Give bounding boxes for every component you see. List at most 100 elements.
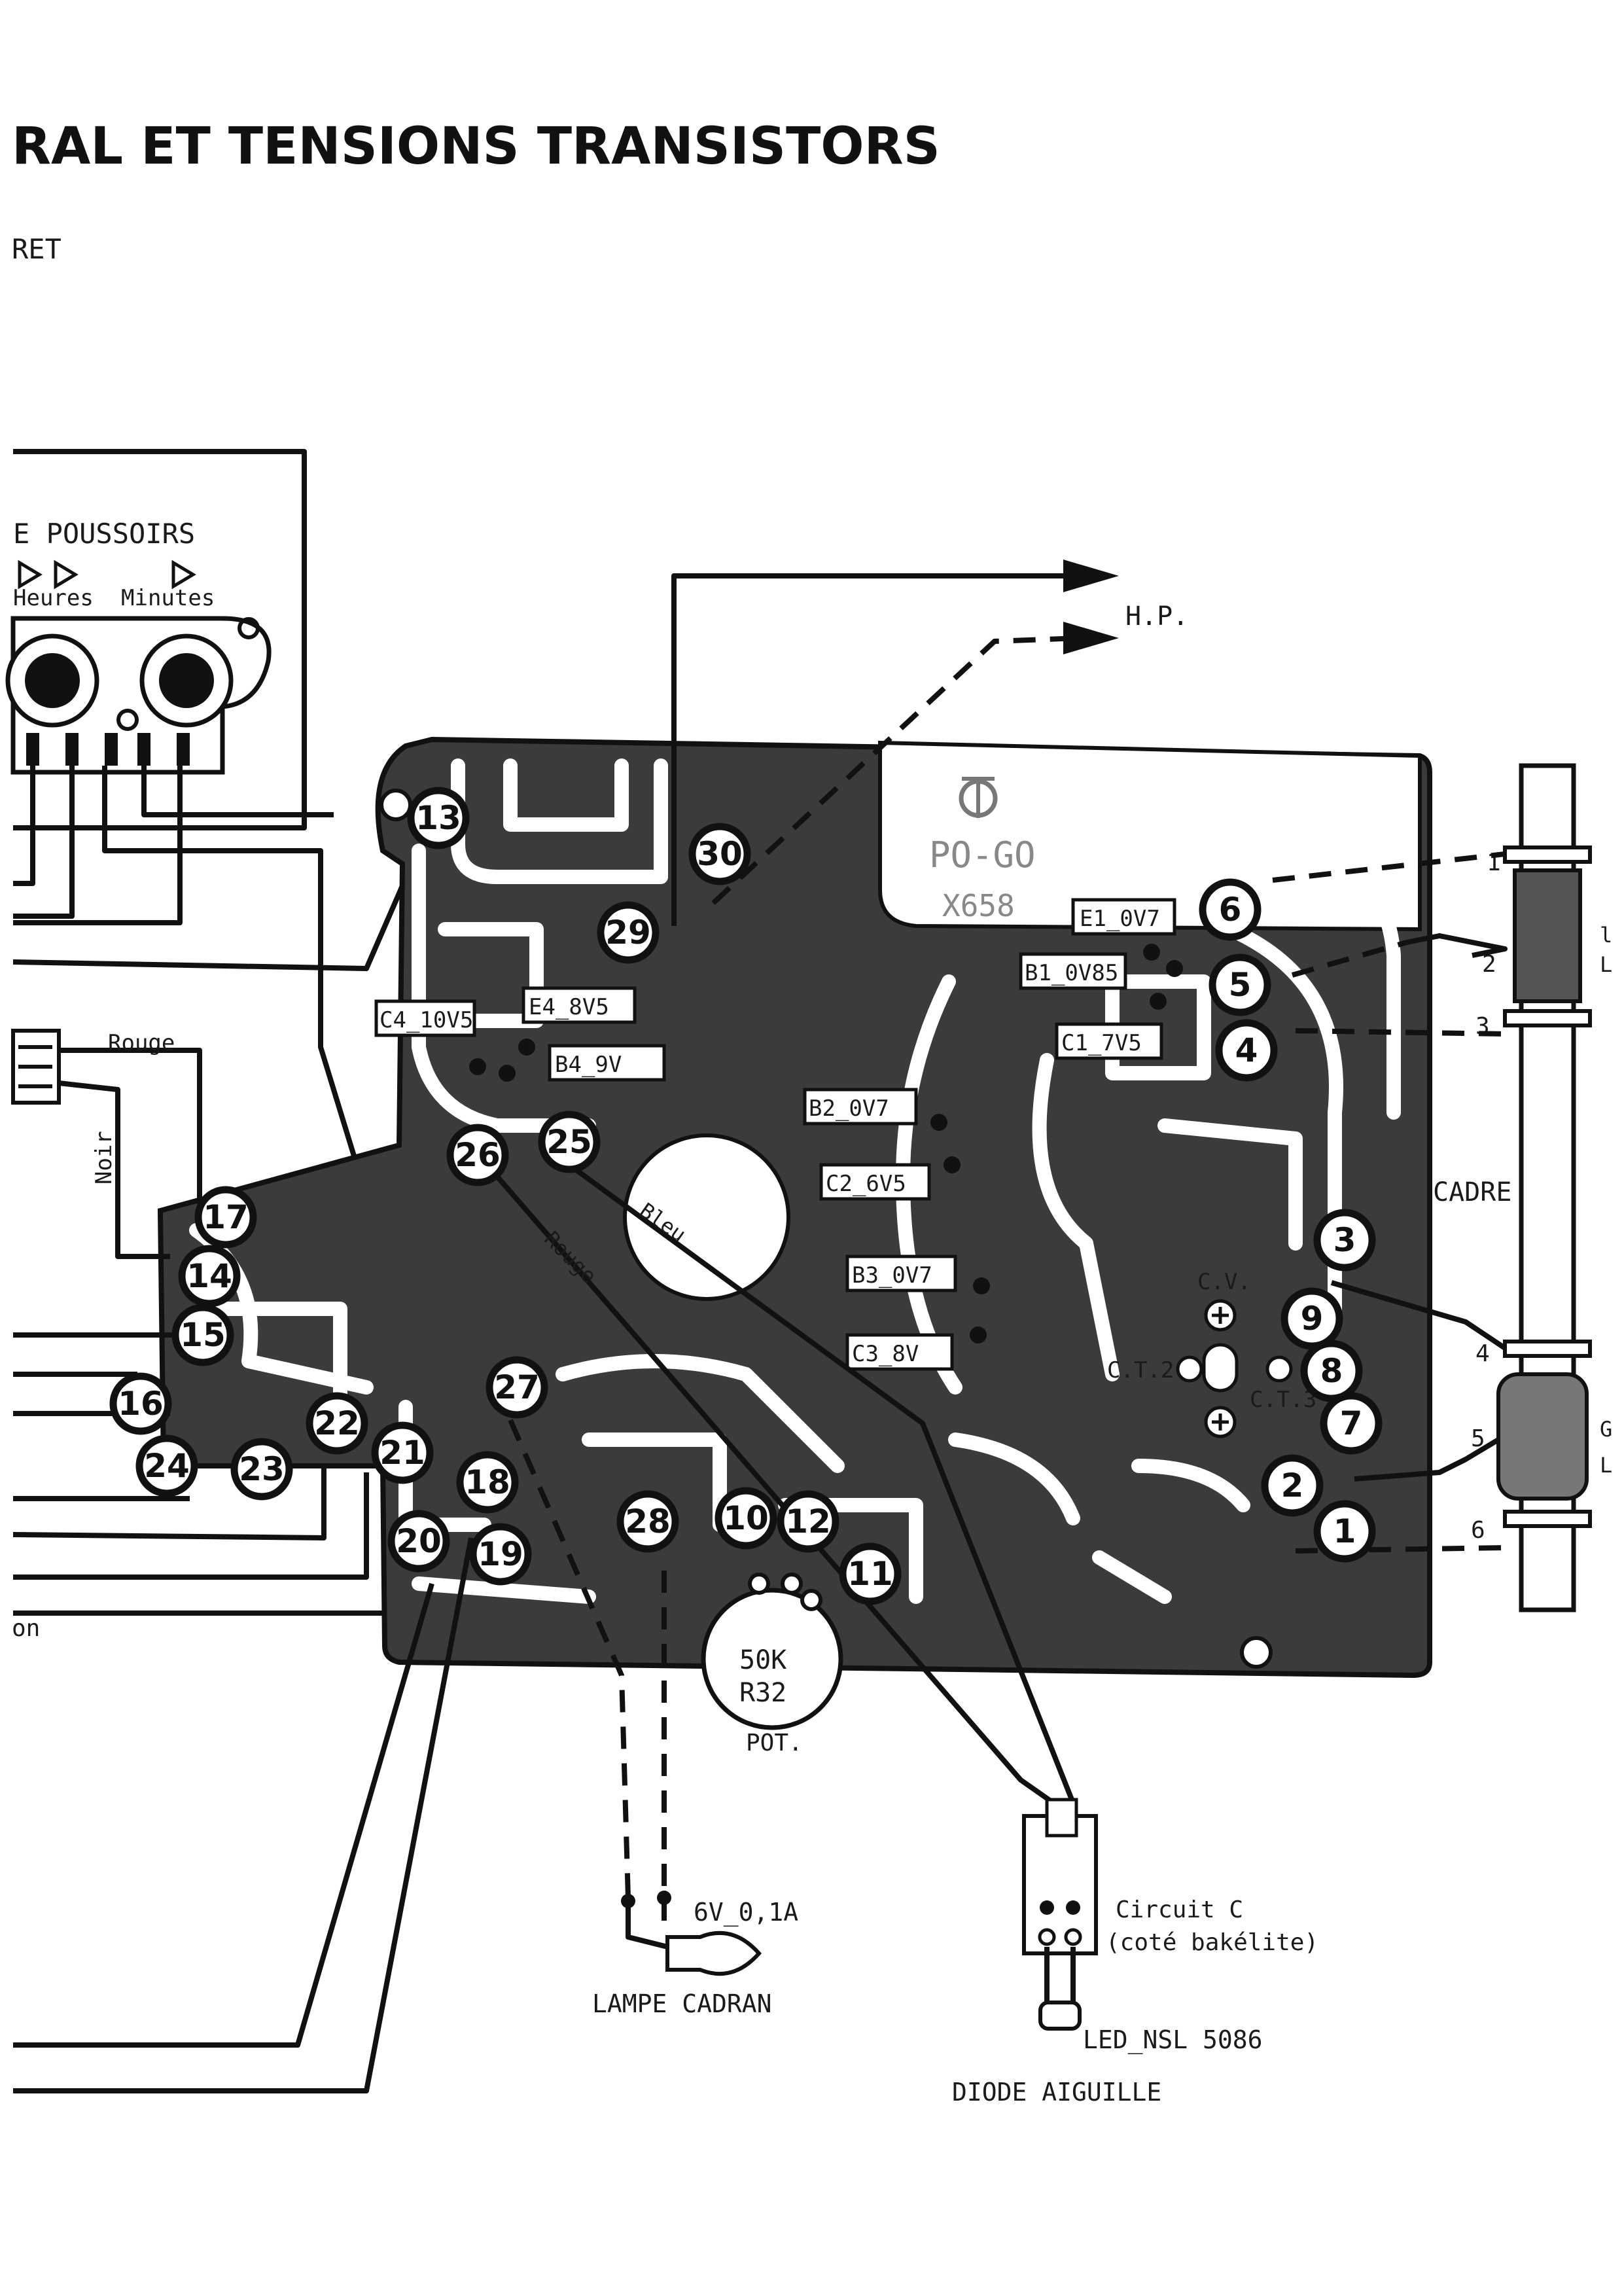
test-point-circle: [688, 823, 751, 885]
coil-edge-letter: l: [1600, 923, 1612, 948]
test-point-8: 8: [1300, 1340, 1363, 1402]
coil-edge-letter: G: [1600, 1417, 1612, 1442]
test-point-circle: [230, 1438, 293, 1501]
test-point-label: 7: [1340, 1404, 1363, 1442]
test-point-circle: [1280, 1287, 1343, 1350]
test-point-30: 30: [688, 823, 751, 885]
dial-lamp: 6V_0,1A LAMPE CADRAN: [508, 1419, 798, 2018]
test-point-circle: [777, 1490, 839, 1553]
test-point-label: 24: [144, 1447, 190, 1485]
test-point-13: 13: [407, 787, 470, 849]
coil-pin-6: 6: [1471, 1517, 1485, 1544]
test-point-label: 16: [118, 1385, 164, 1423]
pot-ref: R32: [739, 1678, 786, 1708]
voltage-b2: B2_0V7: [809, 1095, 889, 1122]
test-point-label: 20: [396, 1522, 442, 1560]
arrow-icon: [1063, 622, 1119, 654]
test-point-circle: [715, 1487, 777, 1550]
test-point-4: 4: [1215, 1019, 1278, 1082]
test-point-label: 26: [455, 1136, 501, 1174]
push-button-module: E POUSSOIRS Heures Minutes: [5, 449, 307, 830]
test-point-label: 21: [380, 1434, 425, 1472]
test-point-29: 29: [597, 901, 660, 964]
test-point-circle: [371, 1421, 434, 1484]
cadre-label: CADRE: [1433, 1177, 1511, 1207]
test-point-circle: [616, 1490, 679, 1553]
test-point-25: 25: [538, 1111, 601, 1173]
test-point-18: 18: [456, 1451, 519, 1514]
test-point-circle: [446, 1124, 509, 1186]
page-title: RAL ET TENSIONS TRANSISTORS: [12, 117, 940, 176]
circuit-c-side: (coté bakélite): [1106, 1929, 1318, 1956]
board-model: X658: [942, 888, 1015, 923]
test-point-circle: [1261, 1454, 1324, 1517]
test-point-circle: [306, 1392, 368, 1455]
test-point-1: 1: [1313, 1500, 1376, 1563]
voltage-e4: E4_8V5: [529, 994, 609, 1020]
test-point-circle: [178, 1245, 241, 1308]
left-wires: Rouge Noir on: [11, 1029, 474, 2093]
voltage-c4: C4_10V5: [380, 1007, 473, 1033]
test-point-2: 2: [1261, 1454, 1324, 1517]
test-points: 1234567891011121314151617181920212223242…: [109, 787, 1383, 1605]
test-point-label: 2: [1281, 1467, 1304, 1504]
test-point-circle: [538, 1111, 601, 1173]
test-point-26: 26: [446, 1124, 509, 1186]
test-point-27: 27: [485, 1356, 548, 1419]
test-point-16: 16: [109, 1372, 172, 1435]
test-point-label: 23: [239, 1450, 285, 1488]
led-assembly: Circuit C (coté bakélite) LED_NSL 5086 D…: [952, 1798, 1318, 2107]
test-point-10: 10: [715, 1487, 777, 1550]
wire-label-fragment: on: [12, 1615, 40, 1642]
test-point-15: 15: [171, 1304, 234, 1366]
test-point-label: 15: [180, 1316, 226, 1354]
test-point-circle: [485, 1356, 548, 1419]
voltage-b3: B3_0V7: [852, 1262, 932, 1289]
voltage-c3: C3_8V: [852, 1341, 919, 1367]
test-point-circle: [407, 787, 470, 849]
test-point-20: 20: [387, 1510, 450, 1573]
test-point-14: 14: [178, 1245, 241, 1308]
test-point-7: 7: [1320, 1392, 1383, 1455]
test-point-circle: [194, 1186, 257, 1249]
wire-label-noir: Noir: [91, 1131, 117, 1184]
lamp-icon: [665, 1930, 762, 1976]
pot-label: POT.: [746, 1730, 803, 1756]
coil-pin-5: 5: [1471, 1425, 1485, 1452]
test-point-12: 12: [777, 1490, 839, 1553]
test-point-circle: [597, 901, 660, 964]
board-brand: PO-GO: [929, 834, 1036, 876]
test-point-label: 11: [847, 1555, 893, 1593]
test-point-circle: [171, 1304, 234, 1366]
coil-edge-letter: L: [1600, 1453, 1612, 1478]
test-point-circle: [839, 1542, 902, 1605]
lamp-label: LAMPE CADRAN: [592, 1989, 772, 2018]
led-label: LED_NSL 5086: [1083, 2025, 1263, 2055]
test-point-circle: [469, 1523, 532, 1586]
hours-label: Heures: [13, 585, 94, 611]
test-point-3: 3: [1313, 1209, 1376, 1272]
test-point-label: 6: [1219, 891, 1242, 929]
test-point-circle: [1209, 953, 1271, 1016]
test-point-circle: [387, 1510, 450, 1573]
cv-label: C.V.: [1197, 1269, 1251, 1295]
test-point-label: 17: [203, 1198, 249, 1236]
potentiometer: 50K R32 POT.: [701, 1573, 843, 1756]
wire-label-rouge: Rouge: [108, 1030, 175, 1056]
test-point-21: 21: [371, 1421, 434, 1484]
test-point-circle: [109, 1372, 172, 1435]
test-point-label: 3: [1333, 1221, 1356, 1259]
test-point-19: 19: [469, 1523, 532, 1586]
test-point-label: 29: [605, 914, 651, 952]
ct3-label: C.T.3: [1250, 1387, 1316, 1413]
voltage-e1: E1_0V7: [1080, 906, 1160, 932]
page-subtitle: RET: [12, 233, 62, 265]
test-point-label: 30: [697, 835, 743, 873]
coil-pin-4: 4: [1475, 1340, 1490, 1367]
test-point-label: 8: [1320, 1352, 1343, 1390]
test-point-circle: [1215, 1019, 1278, 1082]
arrow-icon: [1063, 560, 1119, 592]
test-point-label: 28: [625, 1503, 671, 1540]
test-point-circle: [1313, 1500, 1376, 1563]
